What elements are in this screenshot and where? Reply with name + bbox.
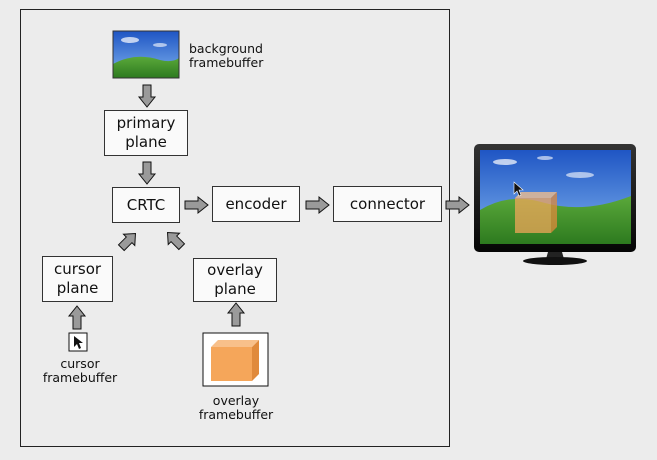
overlay-framebuffer-caption: overlay framebuffer — [186, 394, 286, 422]
background-framebuffer-caption: background framebuffer — [189, 42, 263, 70]
cursor-fb-line1: cursor — [60, 356, 100, 371]
cursor-plane-line2: plane — [56, 279, 99, 297]
cursor-fb-line2: framebuffer — [42, 370, 118, 385]
encoder-label: encoder — [225, 194, 287, 213]
cursor-plane-line1: cursor — [53, 260, 102, 278]
background-framebuffer-image — [112, 30, 180, 79]
monitor-image — [474, 144, 636, 265]
crtc-label: CRTC — [126, 195, 166, 214]
arrow-encoder-to-connector — [305, 195, 330, 215]
background-fb-line2: framebuffer — [189, 55, 264, 70]
arrow-overlay-fb-to-plane — [226, 302, 246, 327]
primary-plane-line1: primary — [116, 114, 176, 132]
connector-node: connector — [333, 186, 442, 222]
overlay-plane-line1: overlay — [207, 261, 263, 279]
arrow-cursor-to-crtc — [117, 232, 137, 252]
arrow-background-to-primary — [137, 84, 157, 108]
background-fb-line1: background — [189, 41, 263, 56]
arrow-overlay-to-crtc — [166, 231, 186, 251]
connector-label: connector — [349, 194, 426, 213]
primary-plane-node: primary plane — [104, 110, 188, 156]
encoder-node: encoder — [212, 186, 300, 222]
overlay-framebuffer-image — [202, 332, 269, 387]
primary-plane-line2: plane — [125, 133, 167, 151]
cursor-framebuffer-image — [68, 332, 88, 352]
arrow-connector-to-monitor — [445, 195, 470, 215]
arrow-cursor-fb-to-plane — [67, 305, 87, 330]
overlay-plane-node: overlay plane — [193, 258, 277, 302]
arrow-crtc-to-encoder — [184, 195, 209, 215]
arrow-primary-to-crtc — [137, 161, 157, 185]
kms-pipeline-frame — [20, 9, 450, 447]
overlay-plane-line2: plane — [214, 280, 256, 298]
crtc-node: CRTC — [112, 187, 180, 223]
cursor-framebuffer-caption: cursor framebuffer — [30, 357, 130, 385]
cursor-plane-node: cursor plane — [42, 256, 113, 302]
overlay-fb-line2: framebuffer — [198, 407, 274, 422]
overlay-fb-line1: overlay — [212, 393, 260, 408]
